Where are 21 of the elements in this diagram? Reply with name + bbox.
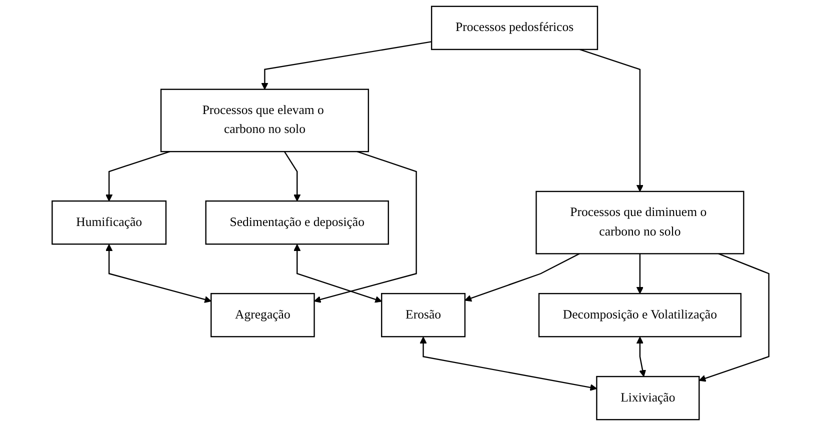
arrow [579,48,644,192]
arrow [294,244,382,303]
arrow [698,253,770,382]
arrow [261,41,432,90]
node-box: Processos pedosféricos [430,6,598,50]
arrow [464,253,580,302]
node-box: Lixiviação [596,376,700,420]
node-box: Humificação [52,200,167,245]
node-box: Processos que diminuem o carbono no solo [536,190,744,254]
node-box: Agregação [210,292,315,338]
node-box: Decomposição e Volatilização [538,292,742,338]
arrow [284,151,301,202]
arrow [636,254,644,294]
arrow [314,151,417,303]
arrow [106,244,212,303]
arrow [420,336,597,391]
arrow [636,336,646,377]
node-box: Sedimentação e deposição [205,200,389,245]
node-box: Erosão [381,292,466,338]
node-box: Processos que elevam o carbono no solo [160,88,370,152]
arrow [106,151,170,202]
